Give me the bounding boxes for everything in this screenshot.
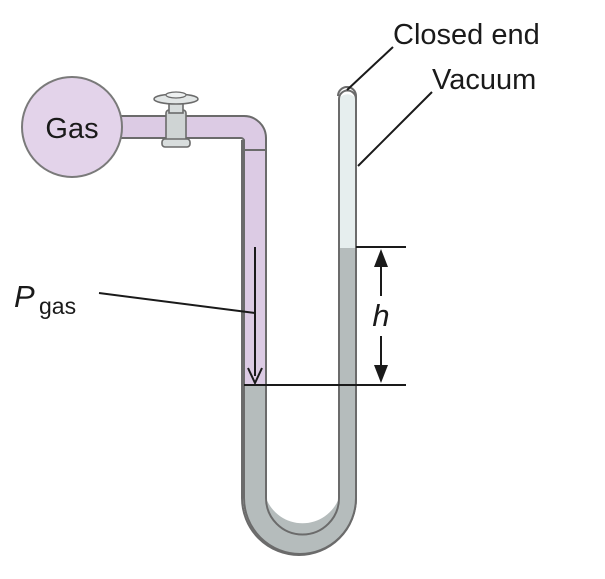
pgas-leader <box>98 292 256 314</box>
closed-end-leader <box>346 46 394 91</box>
right-arm-vacuum <box>339 94 356 248</box>
u-tube-inner <box>265 99 340 536</box>
h-arrowhead-down <box>374 365 388 383</box>
vacuum-label: Vacuum <box>432 64 536 96</box>
closed-end-label: Closed end <box>393 19 540 51</box>
right-arm-mercury <box>339 248 356 498</box>
h-label: h <box>372 298 389 333</box>
gas-label: Gas <box>45 113 98 145</box>
h-arrowhead-up <box>374 249 388 267</box>
gas-bulb <box>21 76 123 178</box>
pgas-subscript: gas <box>39 293 76 319</box>
u-bend-mercury <box>244 498 356 554</box>
vacuum-leader <box>357 91 433 167</box>
gas-feed-tube <box>117 115 267 151</box>
pgas-arrowhead <box>247 367 263 386</box>
pgas-symbol: P <box>14 279 35 314</box>
stopcock-valve <box>153 91 199 148</box>
left-arm-mercury <box>244 386 266 498</box>
right-arm-outer-wall <box>243 89 357 555</box>
